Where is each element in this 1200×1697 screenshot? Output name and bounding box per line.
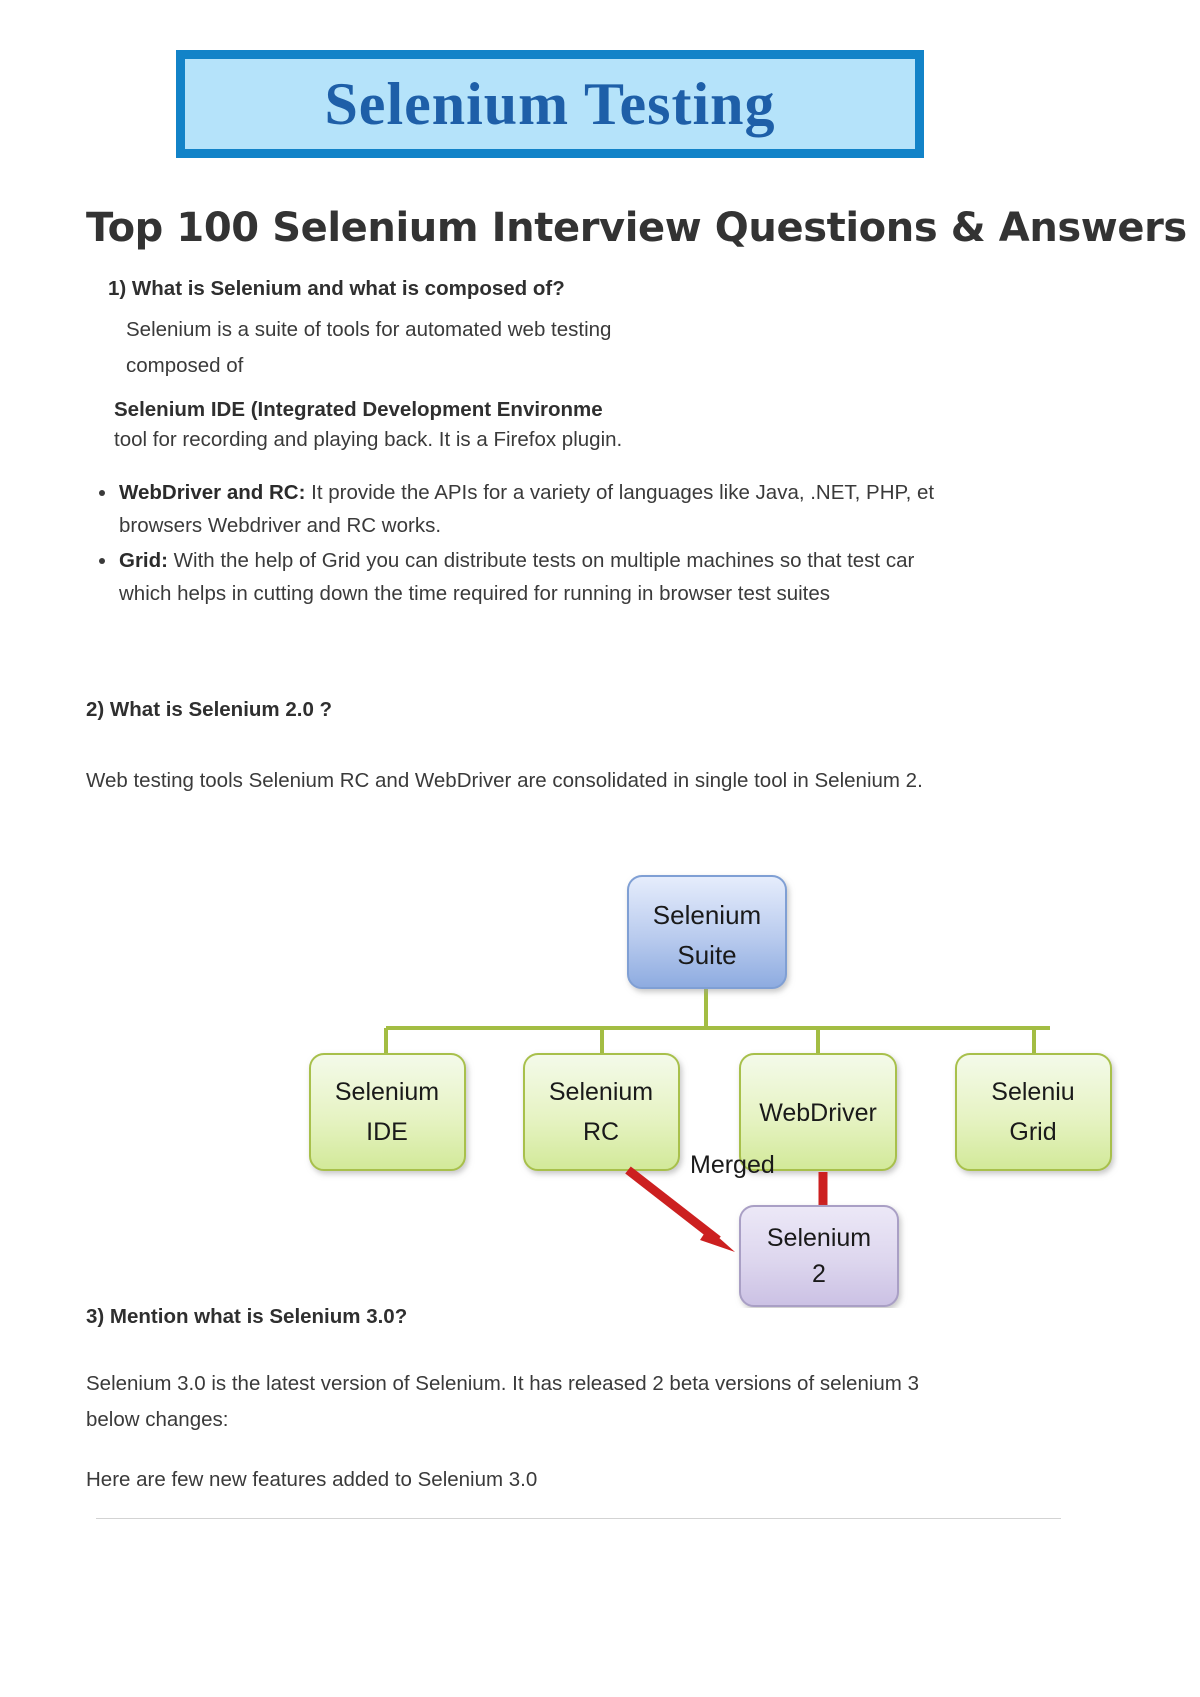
question-1-heading: 1) What is Selenium and what is composed…: [108, 277, 565, 300]
diagram-node-webdriver: WebDriver: [739, 1053, 897, 1171]
root-node-line-2: Suite: [677, 940, 736, 970]
question-1-bullet-list: WebDriver and RC: It provide the APIs fo…: [86, 476, 1086, 610]
root-node-line-1: Selenium: [653, 900, 761, 930]
paragraph-spacer: [86, 1340, 1086, 1366]
bullet-1-line-2: browsers Webdriver and RC works.: [119, 514, 442, 537]
paragraph-spacer: [86, 1438, 1086, 1462]
selenium-suite-diagram: Selenium Suite Selenium IDE Selenium RC …: [290, 858, 1120, 1308]
child-2-line-2: RC: [583, 1118, 619, 1146]
question-3-paragraph-line-1: Selenium 3.0 is the latest version of Se…: [86, 1372, 919, 1395]
child-4-line-1: Seleniu: [991, 1078, 1074, 1106]
bullet-1-label: WebDriver and RC:: [119, 481, 306, 504]
page-title: Top 100 Selenium Interview Questions & A…: [86, 205, 1187, 251]
question-3-block: 3) Mention what is Selenium 3.0? Seleniu…: [86, 1305, 1086, 1498]
question-3-paragraph-2: Here are few new features added to Selen…: [86, 1468, 538, 1491]
question-1-line-2: composed of: [126, 354, 244, 377]
merged-arrow-diagonal-head: [700, 1228, 735, 1252]
diagram-node-selenium-2: Selenium 2: [739, 1205, 899, 1307]
paragraph-spacer: [86, 733, 1086, 763]
child-1-line-1: Selenium: [335, 1078, 439, 1106]
child-1-line-2: IDE: [366, 1118, 408, 1146]
bullet-2-line-2: which helps in cutting down the time req…: [119, 582, 831, 605]
question-2-heading: 2) What is Selenium 2.0 ?: [86, 698, 333, 721]
child-3-line-1: WebDriver: [759, 1099, 877, 1127]
diagram-connectors: [384, 986, 1050, 1054]
bullet-1-line-1: It provide the APIs for a variety of lan…: [305, 481, 935, 504]
diagram-node-selenium-grid: Seleniu Grid: [955, 1053, 1112, 1171]
diagram-node-selenium-suite: Selenium Suite: [627, 875, 787, 989]
question-2-block: 2) What is Selenium 2.0 ? Web testing to…: [86, 698, 1086, 799]
bullet-2-line-1: With the help of Grid you can distribute…: [167, 549, 915, 572]
list-item: Grid: With the help of Grid you can dist…: [86, 544, 1086, 610]
merged-node-line-2: 2: [812, 1260, 826, 1288]
question-3-paragraph-line-2: below changes:: [86, 1408, 229, 1431]
diagram-node-selenium-ide: Selenium IDE: [309, 1053, 466, 1171]
merged-node-line-1: Selenium: [767, 1224, 871, 1252]
document-body: Top 100 Selenium Interview Questions & A…: [86, 205, 1187, 799]
section-spacer: [86, 612, 1086, 698]
list-item: WebDriver and RC: It provide the APIs fo…: [86, 476, 1086, 542]
page-banner: Selenium Testing: [176, 50, 924, 158]
bullet-2-label: Grid:: [119, 549, 168, 572]
banner-title: Selenium Testing: [324, 70, 776, 137]
child-2-line-1: Selenium: [549, 1078, 653, 1106]
question-3-heading: 3) Mention what is Selenium 3.0?: [86, 1305, 408, 1328]
merged-arrow-diagonal: [625, 1166, 721, 1244]
diagram-node-selenium-rc: Selenium RC: [523, 1053, 680, 1171]
selenium-ide-subheading: Selenium IDE (Integrated Development Env…: [114, 398, 603, 421]
question-2-paragraph: Web testing tools Selenium RC and WebDri…: [86, 769, 923, 792]
selenium-ide-description: tool for recording and playing back. It …: [114, 428, 623, 451]
merged-label: Merged: [690, 1151, 775, 1179]
question-1-block: 1) What is Selenium and what is composed…: [86, 277, 1086, 610]
child-4-line-2: Grid: [1009, 1118, 1056, 1146]
footer-divider: [96, 1518, 1061, 1519]
question-1-line-1: Selenium is a suite of tools for automat…: [126, 318, 612, 341]
